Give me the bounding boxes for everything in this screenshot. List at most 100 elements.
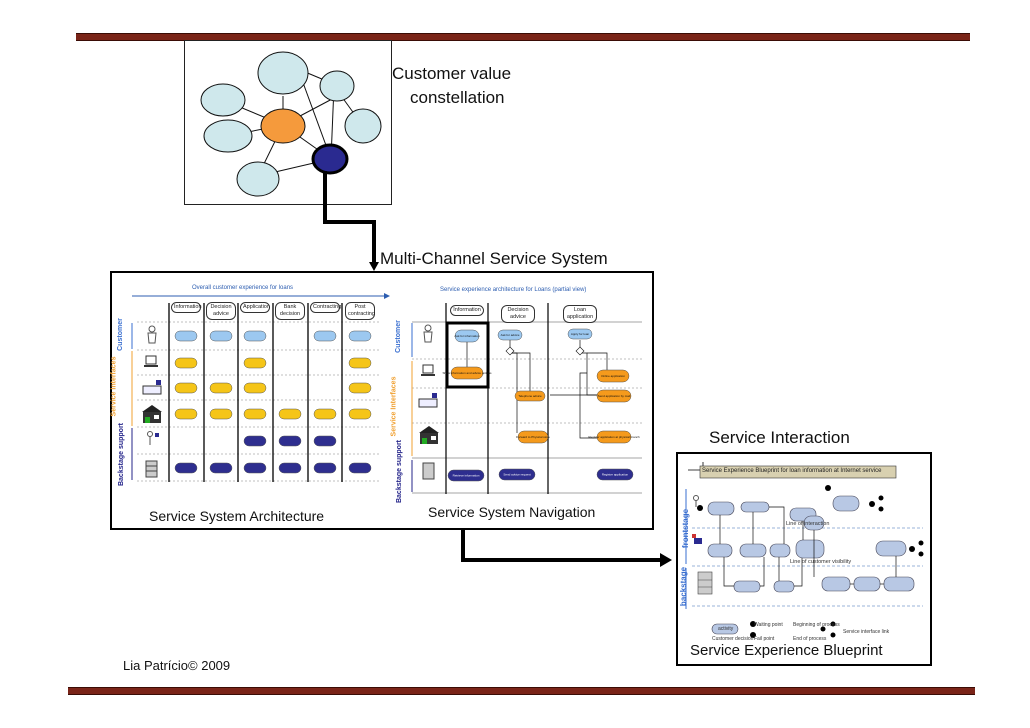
node (200, 83, 246, 117)
backend-system-icon (422, 462, 435, 480)
architecture-header: Overall customer experience for loans (192, 285, 294, 291)
footer-copyright: Lia Patrício© 2009 (123, 658, 231, 673)
flow-node-online-app (596, 369, 630, 383)
activity-pill (174, 357, 198, 369)
activity-pill (313, 408, 337, 420)
flow-node-register-app (596, 468, 634, 481)
computer-icon (692, 534, 702, 544)
architecture-caption: Service System Architecture (149, 508, 325, 524)
activity-pill (243, 435, 267, 447)
legend-end: End of process (793, 636, 827, 642)
constellation-title-1: Customer value (392, 64, 512, 83)
blueprint-caption: Service Experience Blueprint (690, 642, 883, 659)
flow-node-label: Show information and advice options (442, 371, 492, 375)
navigation-caption: Service System Navigation (428, 504, 596, 520)
legend-customer-decision: Customer decision (712, 636, 754, 642)
lane-service-interfaces: Service Interfaces (110, 356, 118, 417)
activity-pill (278, 408, 302, 420)
customer-icon (693, 495, 699, 507)
activity-pill (313, 462, 337, 474)
activity-pill (278, 435, 302, 447)
phase-label: Information (450, 305, 484, 316)
legend-waiting-point: Waiting point (754, 622, 783, 628)
phase-label: Bank decision (275, 302, 305, 320)
flow-node-tel-advice (514, 390, 546, 402)
flow-node-apply (567, 328, 593, 340)
physical-store-icon (419, 426, 439, 444)
phase-label: Contracting (310, 302, 341, 313)
interaction-title: Service Interaction (709, 428, 850, 447)
internal-support-icon (147, 431, 159, 445)
phase-label: Decision advice (501, 305, 535, 323)
constellation-title-2: constellation (410, 88, 505, 107)
activity-pill (348, 330, 372, 342)
node (236, 161, 280, 197)
flow-node-register-store (596, 430, 632, 444)
physical-store-icon (142, 405, 162, 423)
backend-system-icon (145, 460, 158, 478)
lane-frontstage: frontstage (681, 508, 691, 549)
center-node (260, 108, 306, 144)
internet-interface-icon (144, 355, 158, 367)
telephone-interface-icon (418, 393, 438, 408)
flow-node-forward-store (517, 430, 549, 444)
activity-pill (174, 408, 198, 420)
legend-beginning: Beginning of process (793, 622, 840, 628)
flow-node-label: Send application by mail (598, 394, 631, 398)
activity-pill (243, 408, 267, 420)
legend-fail-point: Fail point (754, 636, 775, 642)
flow-node-retrieve-info (447, 469, 485, 482)
activity-pill (174, 462, 198, 474)
flow-node-send-app-mail (596, 389, 632, 403)
phase-label: Decision advice (206, 302, 236, 320)
flow-node-label: Online application (601, 374, 625, 378)
flow-node-ask-advice (497, 329, 523, 341)
activity-pill (243, 382, 267, 394)
line-of-interaction: Line of interaction (786, 521, 830, 527)
constellation-panel (184, 40, 392, 205)
activity-pill (348, 382, 372, 394)
blueprint-panel: Service Experience Blueprint for loan in… (676, 452, 932, 666)
activity-pill (243, 330, 267, 342)
activity-pill (174, 330, 198, 342)
constellation-diagram (200, 51, 382, 197)
node (319, 70, 355, 102)
activity-pill (209, 382, 233, 394)
blueprint-diagram (685, 462, 924, 638)
phase-label: Post contracting (345, 302, 375, 320)
lane-backstage: Backstage support (396, 439, 404, 504)
architecture-diagram: Overall customer experience for loans In… (110, 273, 392, 528)
activity-pill (348, 462, 372, 474)
activity-pill (348, 408, 372, 420)
node (344, 108, 382, 144)
bottom-rule (68, 687, 975, 695)
blueprint-title: Service Experience Blueprint for loan in… (702, 468, 882, 474)
activity-pill (174, 382, 198, 394)
node (203, 119, 253, 153)
activity-pill (209, 462, 233, 474)
lane-customer: Customer (394, 320, 402, 353)
activity-pill (313, 435, 337, 447)
multichannel-title: Multi-Channel Service System (380, 249, 608, 268)
activity-pill (243, 357, 267, 369)
lane-customer: Customer (116, 318, 124, 351)
flow-node-label: Send advice request (503, 473, 531, 477)
node (257, 51, 309, 95)
flow-node-label: Telephone advice (518, 394, 542, 398)
activity-pill (243, 462, 267, 474)
flow-node-label: Register application at physical branch (588, 435, 640, 439)
flow-node-label: Apply for loan (571, 332, 590, 336)
flow-node-send-advice-req (498, 468, 536, 481)
focus-node (311, 143, 349, 175)
phase-label: Application (240, 302, 270, 313)
flow-node-label: Retrieve information (453, 474, 480, 478)
backend-system-icon (697, 571, 713, 595)
flow-node-label: Forward to Physical store (516, 435, 550, 439)
architecture-grid (131, 293, 390, 482)
top-rule (76, 33, 970, 41)
activity-pill (209, 408, 233, 420)
internet-interface-icon (421, 364, 435, 376)
activity-pill (348, 357, 372, 369)
